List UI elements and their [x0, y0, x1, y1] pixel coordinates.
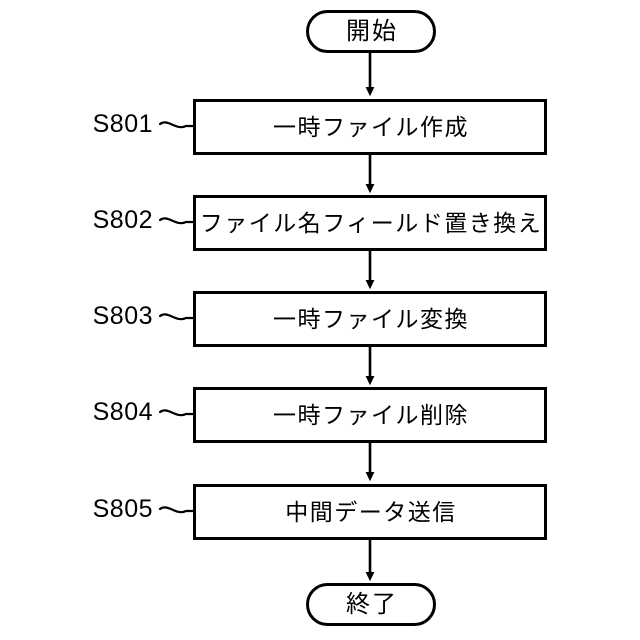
leader-squiggle-s804	[158, 409, 195, 417]
leader-squiggle-s801	[158, 121, 195, 129]
step-caption-s805: S805	[92, 495, 153, 523]
step-caption-s801: S801	[92, 110, 153, 138]
step-caption-s802: S802	[92, 206, 153, 234]
process-box-s802: ファイル名フィールド置き換え	[193, 195, 547, 251]
process-label-s805: 中間データ送信	[285, 498, 457, 525]
process-box-s805: 中間データ送信	[193, 484, 547, 540]
step-caption-s803: S803	[92, 302, 153, 330]
process-label-s801: 一時ファイル作成	[273, 113, 469, 140]
end-terminator: 終了	[306, 583, 436, 626]
leader-squiggle-s802	[158, 217, 195, 225]
process-box-s804: 一時ファイル削除	[193, 387, 547, 443]
start-terminator: 開始	[306, 10, 436, 53]
step-caption-s804: S804	[92, 398, 153, 426]
leader-squiggle-s805	[158, 506, 195, 514]
start-terminator-label: 開始	[346, 17, 398, 45]
process-box-s803: 一時ファイル変換	[193, 291, 547, 347]
process-label-s804: 一時ファイル削除	[273, 401, 469, 428]
process-label-s802: ファイル名フィールド置き換え	[199, 209, 543, 236]
process-label-s803: 一時ファイル変換	[273, 305, 469, 332]
process-box-s801: 一時ファイル作成	[193, 99, 547, 155]
leader-squiggle-s803	[158, 313, 195, 321]
end-terminator-label: 終了	[346, 590, 398, 618]
